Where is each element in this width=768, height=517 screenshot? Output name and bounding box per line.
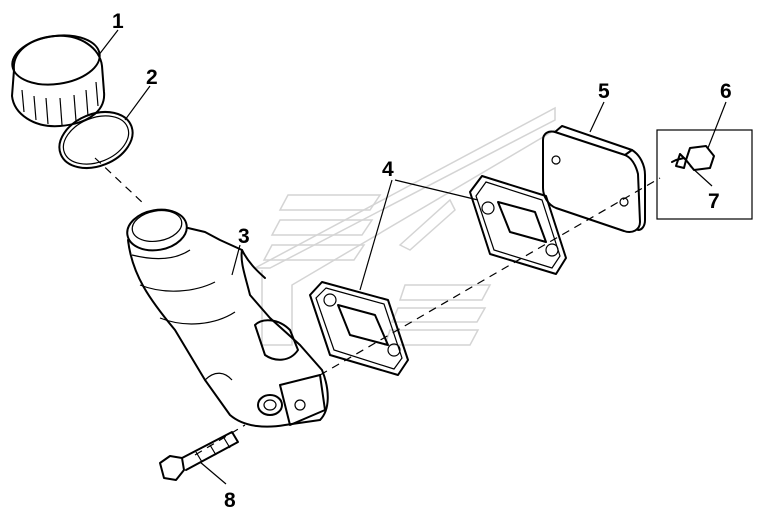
part-5-cover-plate — [542, 125, 646, 233]
leader-lines — [97, 29, 727, 485]
callout-8: 8 — [224, 489, 236, 512]
callout-labels: 1 2 3 4 5 6 7 8 — [112, 10, 732, 512]
watermark-logo — [254, 106, 556, 346]
part-4-gasket-rear — [469, 175, 567, 275]
callout-7: 7 — [708, 190, 720, 213]
part-2-seal-ring — [58, 111, 134, 169]
callout-4: 4 — [382, 158, 394, 181]
assembly-axis-lines — [94, 157, 661, 456]
part-4-gasket-front — [309, 281, 409, 376]
part-1-filler-cap — [11, 34, 106, 128]
callout-3: 3 — [238, 225, 250, 248]
callout-5: 5 — [598, 80, 610, 103]
part-3-filler-neck-housing — [126, 208, 329, 428]
detail-box-parts-6-7 — [656, 129, 753, 220]
callout-6: 6 — [720, 80, 732, 103]
part-8-bolt — [159, 431, 239, 481]
callout-1: 1 — [112, 10, 124, 33]
callout-2: 2 — [146, 66, 158, 89]
